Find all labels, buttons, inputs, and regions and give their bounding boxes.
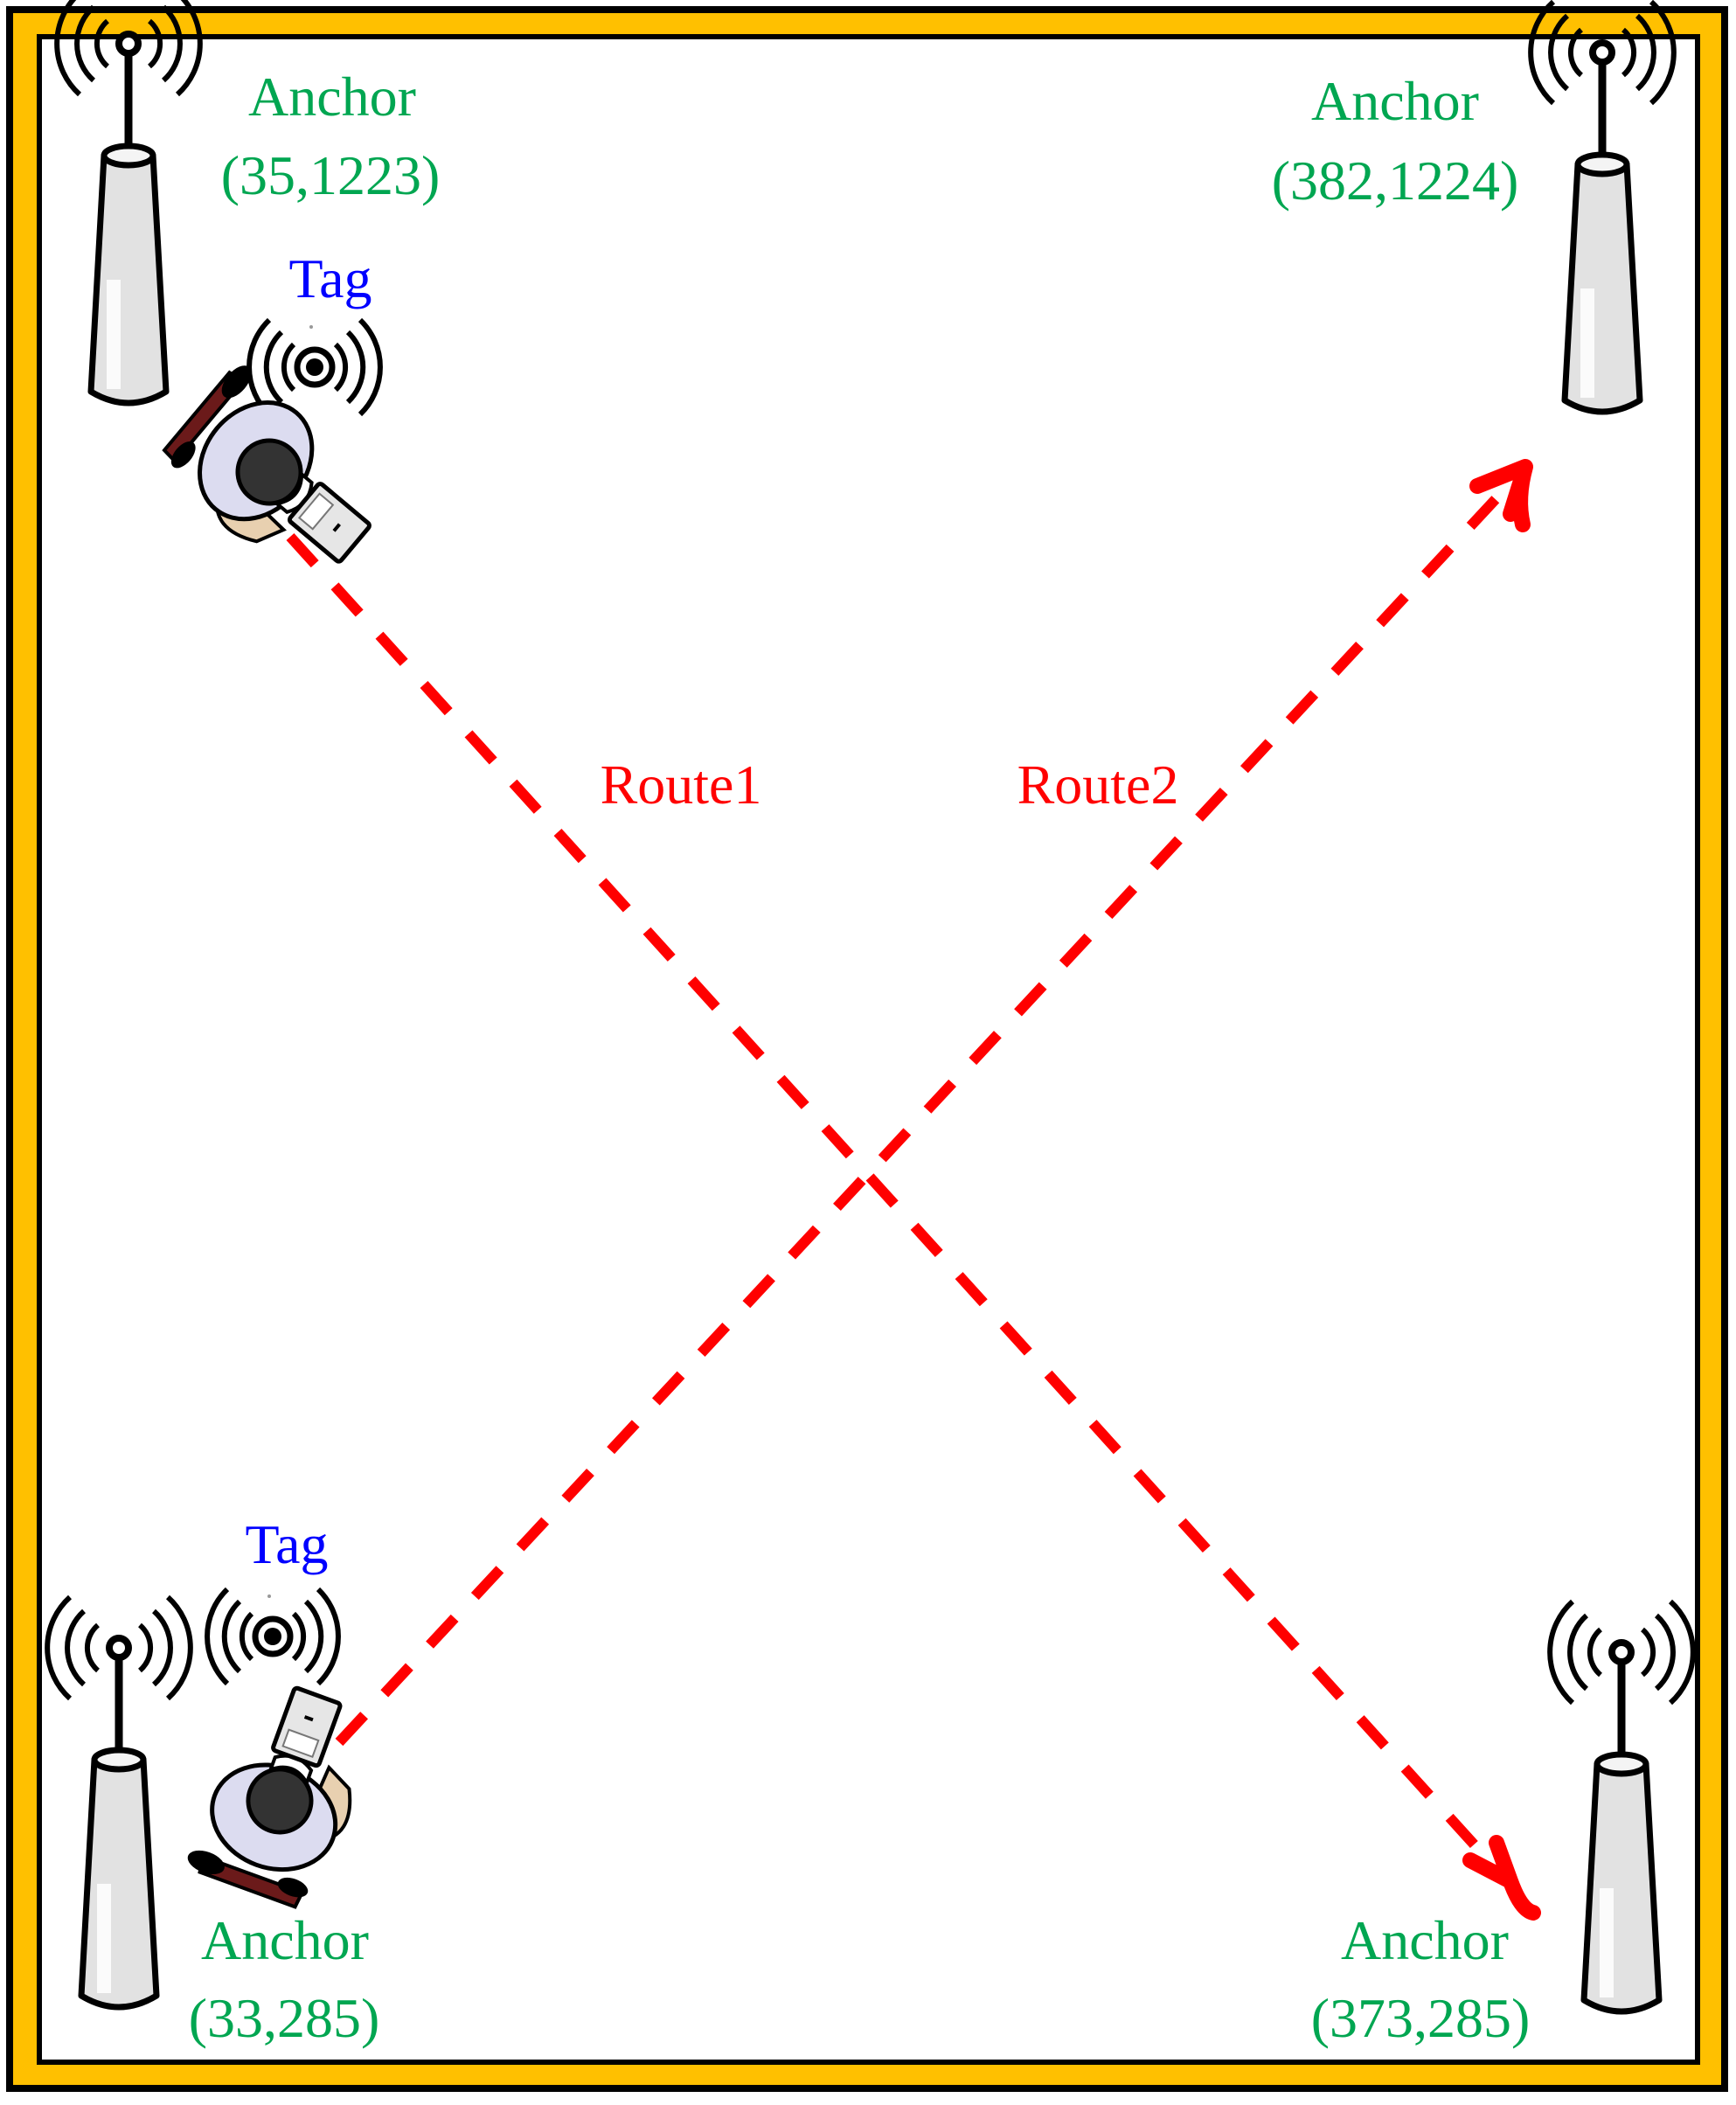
anchor-top-right-coords: (382,1224) [1272, 149, 1519, 212]
route2-line [335, 469, 1524, 1747]
anchor-bottom-right-label: Anchor [1341, 1909, 1509, 1971]
route2-arrowhead [1469, 459, 1533, 532]
anchor-bottom-right-coords: (373,285) [1311, 1987, 1531, 2049]
route1-line [286, 532, 1506, 1879]
tag-bottom-label: Tag [245, 1513, 328, 1575]
tag-top-label: Tag [288, 247, 372, 309]
anchor-bottom-left-label: Anchor [201, 1909, 369, 1971]
anchor-top-left-coords: (35,1223) [221, 144, 441, 206]
route1-label: Route1 [601, 754, 762, 816]
route1-arrowhead [1462, 1835, 1541, 1921]
anchor-bottom-left-coords: (33,285) [189, 1987, 380, 2049]
route2-label: Route2 [1017, 754, 1179, 816]
anchor-top-left-label: Anchor [248, 66, 416, 128]
anchor-top-right-label: Anchor [1311, 70, 1479, 132]
